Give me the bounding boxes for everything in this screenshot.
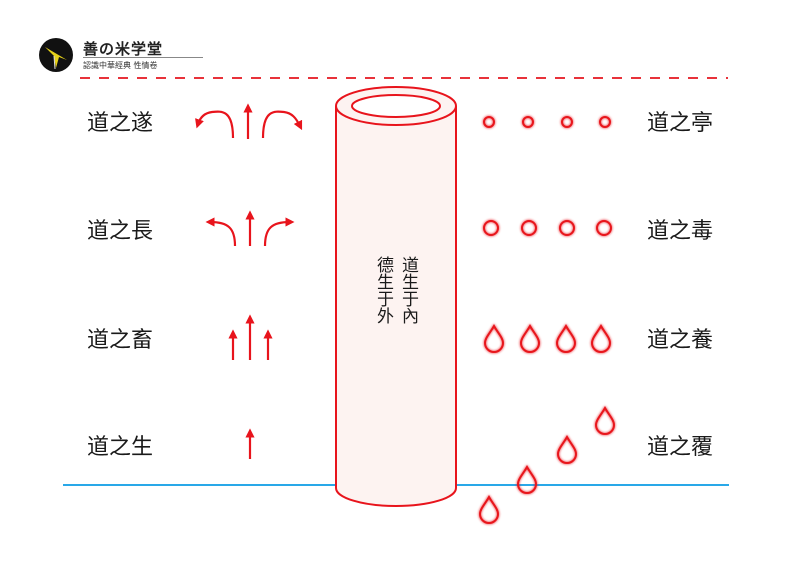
logo-divider [83,57,203,58]
pillar-text-dao-inner: 道生于內 [398,256,418,324]
label-dao-zhi-ting: 道之亭 [647,111,714,136]
three-up-arrows-icon [228,314,273,360]
label-dao-zhi-yang: 道之養 [647,328,714,353]
label-dao-zhi-xu: 道之畜 [87,328,154,353]
label-dao-zhi-fu: 道之覆 [647,435,714,460]
three-way-branching-arrows-icon [205,210,295,247]
three-way-curved-arrows-icon [195,103,303,139]
label-dao-zhi-zhang: 道之長 [87,219,154,244]
small-circles-icon [483,116,611,128]
label-dao-zhi-sheng: 道之生 [87,435,154,460]
large-circles-icon [483,220,612,236]
diagonal-drops-icon [478,405,616,524]
pillar-text-de-outer: 德生于外 [373,256,393,324]
label-dao-zhi-sui: 道之遂 [87,111,154,136]
logo: 善の米学堂 認識中華經典 性情卷 [39,38,203,74]
cylinder-pillar [335,86,457,507]
logo-title: 善の米学堂 [83,40,164,58]
swallow-logo-icon [39,38,73,72]
drops-icon [483,323,612,353]
logo-subtitle: 認識中華經典 性情卷 [83,61,158,70]
label-dao-zhi-du: 道之毒 [647,219,714,244]
